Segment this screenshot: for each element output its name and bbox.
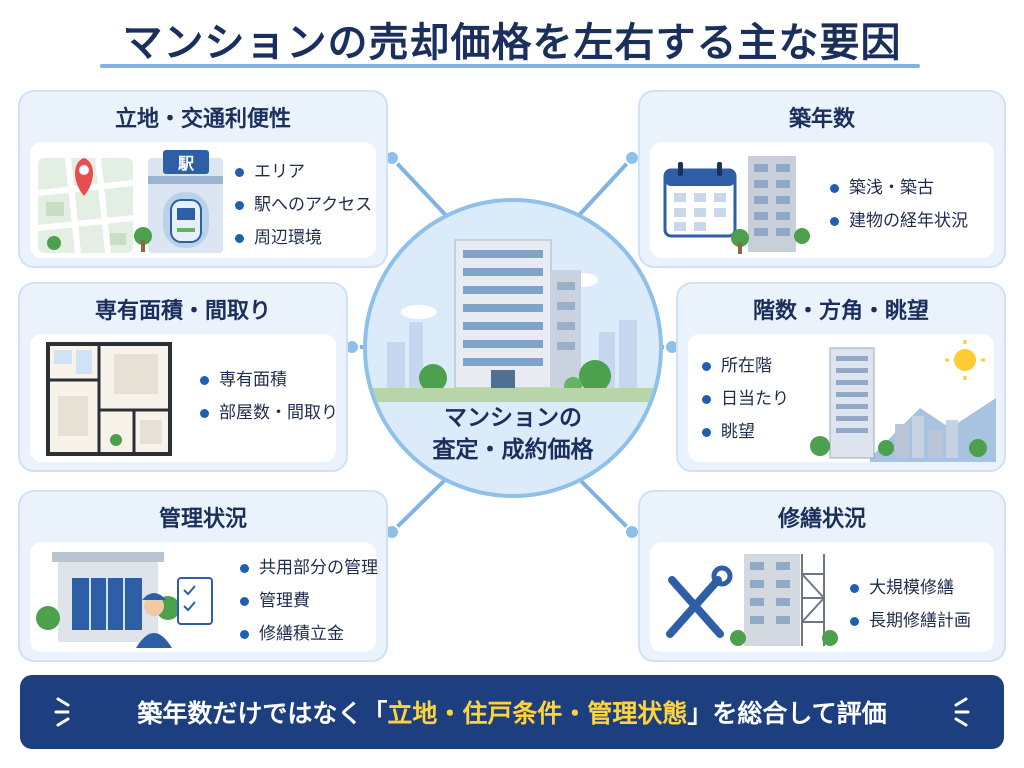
banner-text-after: 」を総合して評価 (687, 699, 887, 728)
center-circle: マンションの 査定・成約価格 (363, 198, 663, 498)
card-location: 立地・交通利便性 駅 エリア 駅へのアクセス 周辺環境 (18, 90, 388, 268)
calendar-building-illustration (663, 156, 810, 254)
bullet-item: 所在階 (702, 350, 789, 383)
banner-text-highlight: 立地・住戸条件・管理状態 (387, 699, 688, 728)
card-floor-body: 所在階 日当たり 眺望 (688, 334, 996, 462)
bullet-item: 長期修繕計画 (850, 605, 971, 638)
card-age-heading: 築年数 (788, 107, 855, 132)
center-label-line2: 査定・成約価格 (432, 437, 594, 463)
card-location-heading: 立地・交通利便性 (114, 107, 291, 132)
bullet-item: 部屋数・間取り (200, 397, 338, 430)
map-station-illustration: 駅 (38, 150, 223, 254)
card-area: 専有面積・間取り 専有面積 部屋数・間取り (18, 282, 348, 472)
bullet-item: エリア (235, 156, 372, 189)
title-underline (100, 64, 920, 68)
tower-view-illustration (810, 340, 996, 462)
sparkle-right-icon (954, 697, 970, 727)
bullet-item: 築浅・築古 (830, 172, 968, 205)
bullet-item: 眺望 (702, 416, 789, 449)
summary-banner: 築年数だけではなく「立地・住戸条件・管理状態」を総合して評価 (20, 675, 1004, 749)
center-label: マンションの 査定・成約価格 (367, 402, 659, 466)
card-floor-heading: 階数・方角・眺望 (752, 299, 929, 324)
bullet-item: 駅へのアクセス (235, 189, 372, 222)
bullet-item: 専有面積 (200, 364, 338, 397)
bullet-item: 管理費 (240, 585, 378, 618)
card-area-body: 専有面積 部屋数・間取り (30, 334, 338, 462)
tools-scaffold-illustration (666, 554, 838, 646)
page-title: マンションの売却価格を左右する主な要因 (122, 20, 902, 66)
bullet-item: 修繕積立金 (240, 618, 378, 651)
bullet-item: 建物の経年状況 (830, 205, 968, 238)
bullet-item: 共用部分の管理 (240, 552, 378, 585)
center-label-line1: マンションの (444, 405, 582, 431)
station-sign-text: 駅 (177, 154, 195, 173)
banner-text-before: 築年数だけではなく「 (137, 699, 388, 728)
mansion-building-illustration (367, 239, 659, 402)
sparkle-left-icon (54, 697, 70, 727)
card-repair-body: 大規模修繕 長期修繕計画 (650, 542, 994, 652)
card-repair-heading: 修繕状況 (777, 507, 866, 532)
card-management: 管理状況 共用部分の管理 管理費 修繕積立金 (18, 490, 388, 662)
floor-plan-icon (46, 342, 172, 456)
card-management-body: 共用部分の管理 管理費 修繕積立金 (30, 542, 378, 652)
bullet-item: 周辺環境 (235, 222, 372, 255)
bullet-item: 大規模修繕 (850, 572, 971, 605)
card-area-heading: 専有面積・間取り (94, 299, 271, 324)
bullet-item: 日当たり (702, 383, 789, 416)
card-floor: 階数・方角・眺望 所在階 日当たり 眺望 (676, 282, 1006, 472)
card-repair: 修繕状況 大規模修繕 長期修繕計画 (638, 490, 1006, 662)
card-management-heading: 管理状況 (158, 507, 247, 532)
building-staff-illustration (36, 552, 213, 648)
card-location-body: 駅 エリア 駅へのアクセス 周辺環境 (30, 142, 376, 258)
card-age: 築年数 築浅・築古 建物の経年状況 (638, 90, 1006, 268)
card-age-body: 築浅・築古 建物の経年状況 (650, 142, 994, 258)
